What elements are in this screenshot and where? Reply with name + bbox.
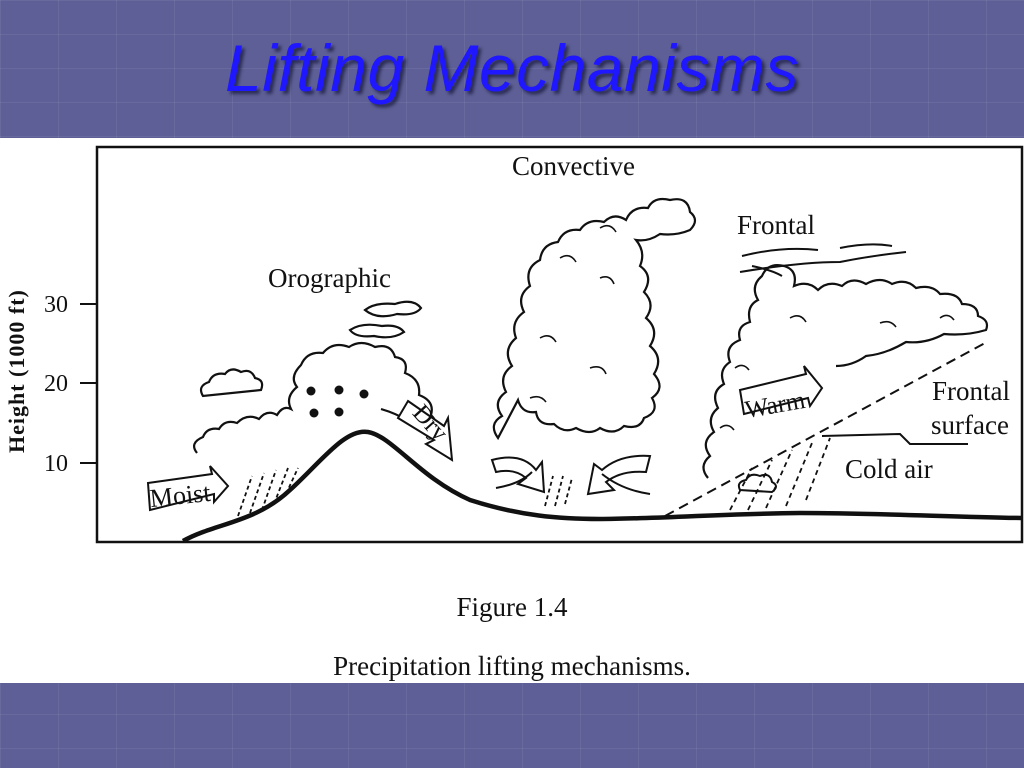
- rain-drop: [309, 408, 319, 418]
- tick-label-20: 20: [44, 371, 68, 397]
- frontal-cloud-detail: [719, 314, 955, 431]
- y-axis-label: Height (1000 ft): [4, 289, 29, 453]
- inflow-arrow-right-lower: [601, 473, 651, 495]
- slide-title: Lifting Mechanisms: [225, 31, 799, 105]
- rain-drop: [306, 386, 316, 396]
- tick-label-30: 30: [44, 292, 68, 318]
- label-frontal-surface-line1: Frontal: [932, 376, 1010, 406]
- warm-arrow: [738, 365, 824, 416]
- rain-drop: [334, 407, 344, 417]
- figure-caption: Precipitation lifting mechanisms.: [333, 651, 691, 681]
- label-orographic: Orographic: [268, 263, 391, 293]
- convective-rain-streaks: [544, 475, 573, 507]
- dry-arrow: [396, 399, 454, 462]
- inflow-arrow-left-lower: [495, 471, 533, 489]
- orographic-cloud: [193, 341, 438, 454]
- small-cloud-left: [199, 368, 264, 398]
- orographic-rain-streaks: [237, 467, 299, 517]
- frontal-rain-streaks: [729, 437, 831, 511]
- label-convective: Convective: [512, 151, 635, 181]
- moist-arrow: [146, 465, 230, 512]
- label-moist: Moist: [148, 478, 212, 513]
- lifting-mechanisms-diagram: Height (1000 ft) 30 20 10 Orographic: [4, 145, 1024, 544]
- cold-air-arrow: [821, 432, 968, 445]
- inflow-arrow-right: [586, 454, 652, 496]
- label-frontal-surface-line2: surface: [931, 410, 1009, 440]
- frontal-cloud: [702, 264, 989, 479]
- figure-panel: Height (1000 ft) 30 20 10 Orographic: [0, 138, 1024, 683]
- convective-cloud-detail: [529, 224, 617, 403]
- tick-label-10: 10: [44, 451, 68, 477]
- figure-number: Figure 1.4: [456, 592, 568, 622]
- inflow-arrow-left: [490, 456, 546, 494]
- orographic-cap-cloud: [348, 300, 423, 339]
- label-frontal: Frontal: [737, 210, 815, 240]
- rain-drop: [359, 389, 369, 399]
- rain-drop: [334, 385, 344, 395]
- frontal-low-cloud: [737, 473, 777, 494]
- diagram-frame: [95, 145, 1024, 544]
- ground-profile: [181, 429, 1023, 543]
- frontal-surface-line: [664, 342, 986, 517]
- convective-cloud: [492, 197, 697, 441]
- label-cold-air: Cold air: [845, 454, 933, 484]
